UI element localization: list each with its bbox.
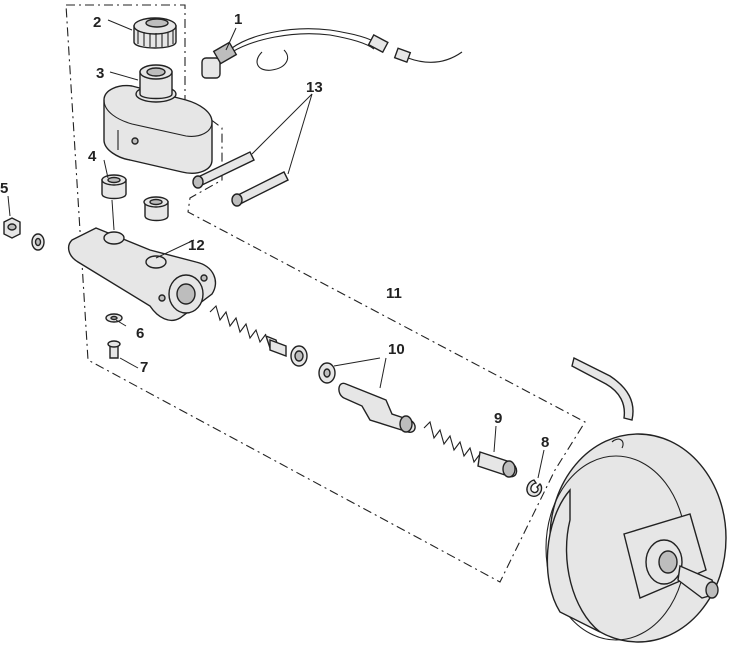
snap-ring (526, 479, 543, 497)
callout-10: 10 (388, 341, 405, 358)
bleed-parts (105, 313, 123, 359)
callout-13: 13 (306, 79, 323, 96)
grommets (101, 174, 169, 222)
vacuum-hose (571, 356, 634, 421)
callout-4: 4 (88, 148, 97, 165)
callout-8: 8 (541, 434, 549, 451)
retaining-pins (192, 151, 289, 207)
nut-and-washer (3, 217, 45, 251)
callout-9: 9 (494, 410, 502, 427)
primary-piston (338, 382, 416, 433)
leader-lines (7, 19, 545, 479)
callout-11: 11 (386, 285, 402, 302)
callout-2: 2 (93, 14, 101, 31)
callout-12: 12 (188, 237, 205, 254)
level-sensor (201, 28, 463, 79)
callout-1: 1 (234, 11, 242, 28)
reservoir-cap (133, 17, 177, 49)
master-cylinder-body (67, 227, 217, 322)
assembly-boundary (65, 4, 586, 583)
callout-3: 3 (96, 65, 104, 82)
seals (269, 338, 336, 384)
callout-6: 6 (136, 325, 144, 342)
callout-5: 5 (0, 180, 8, 197)
brake-booster (545, 433, 727, 643)
secondary-piston (423, 420, 518, 478)
fluid-reservoir (103, 64, 213, 174)
callout-7: 7 (140, 359, 148, 376)
